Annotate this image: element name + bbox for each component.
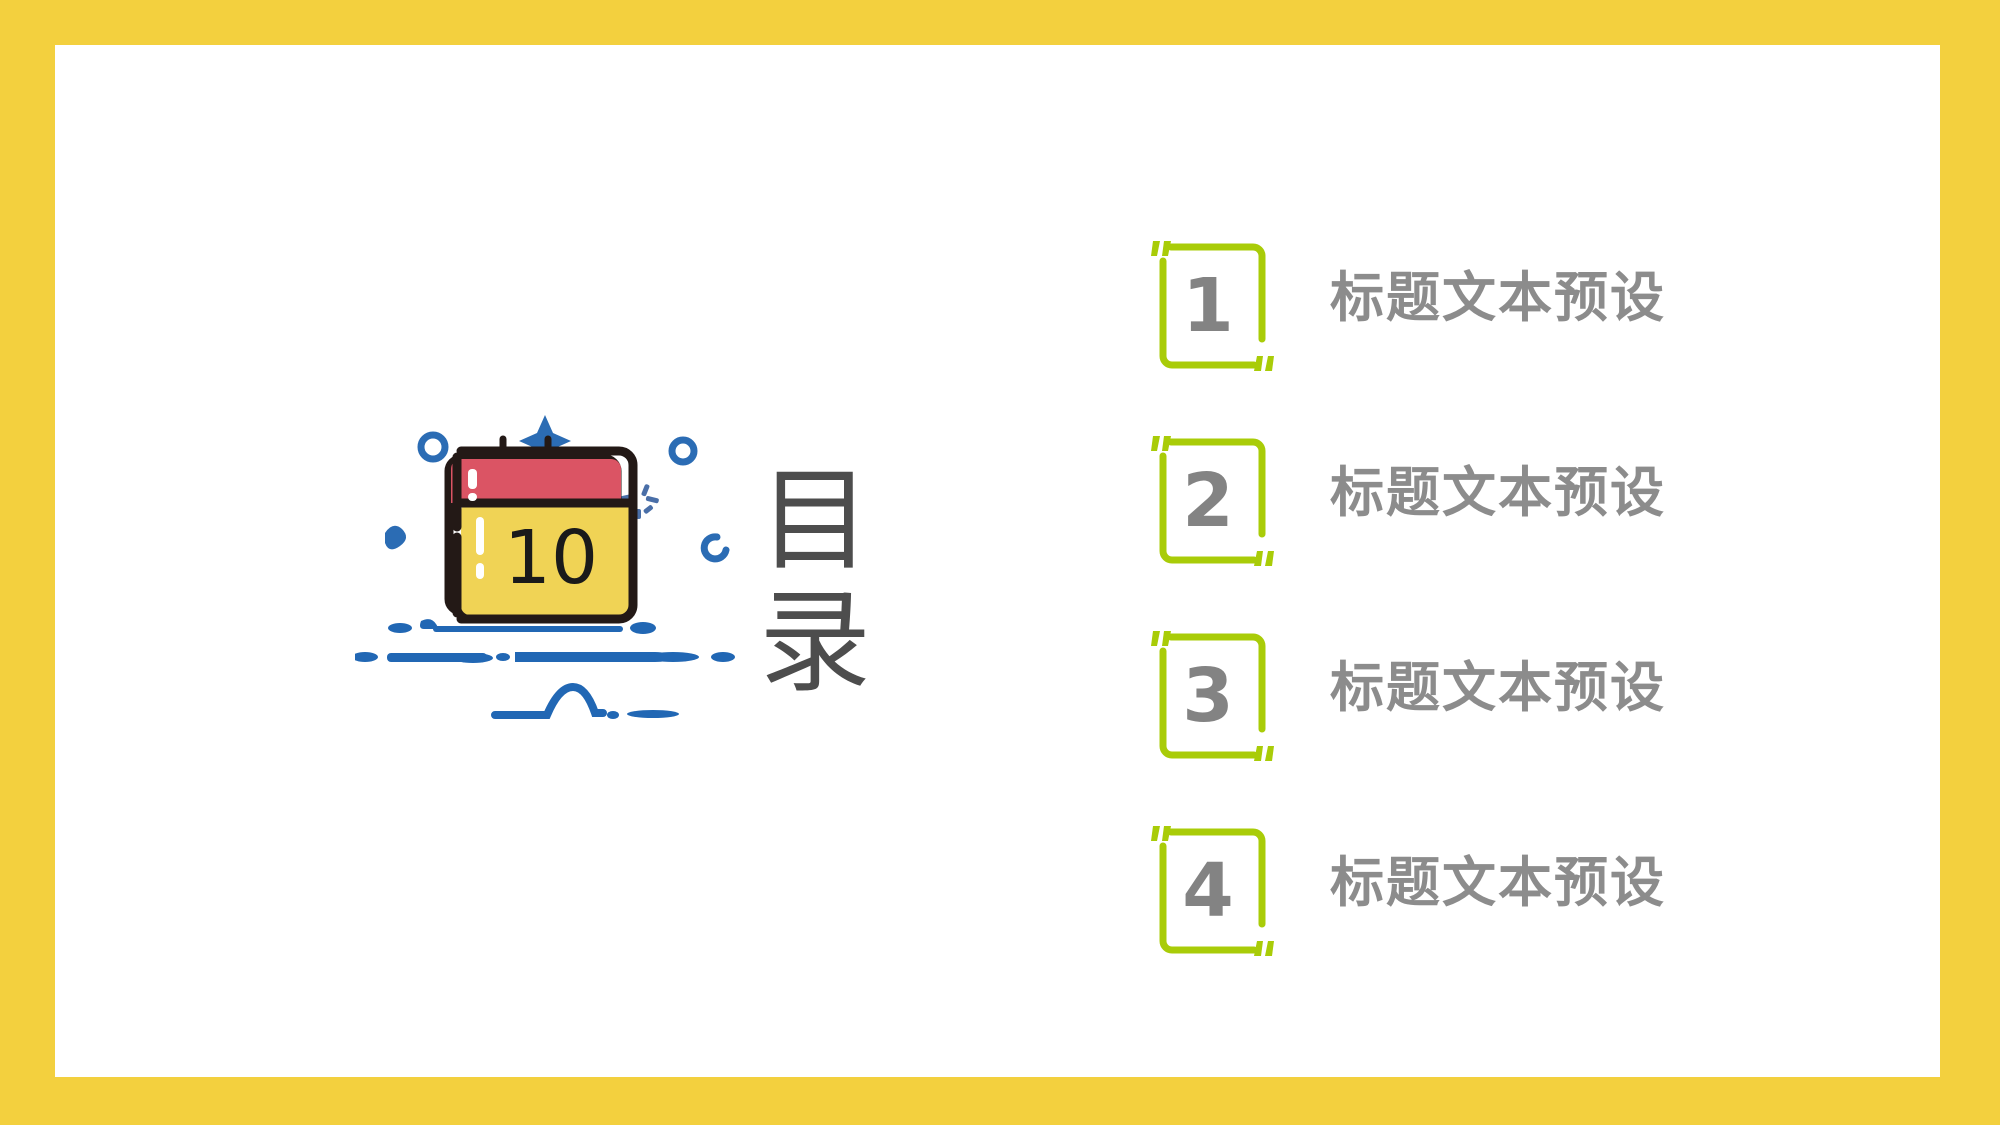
close-quote-icon: [1254, 551, 1274, 566]
number-badge: 4: [1145, 820, 1280, 962]
open-quote-icon: [1151, 826, 1171, 841]
calendar-day-number: 10: [504, 515, 598, 601]
open-quote-icon: [1151, 436, 1171, 451]
close-quote-icon: [1254, 356, 1274, 371]
open-quote-icon: [1151, 241, 1171, 256]
close-quote-icon: [1254, 941, 1274, 956]
quote-bracket-icon: [1159, 633, 1266, 759]
item-number: 3: [1182, 653, 1234, 739]
quote-bracket-icon: [1159, 438, 1266, 564]
item-number: 2: [1182, 458, 1234, 544]
contents-list: 1 标题文本预设: [1145, 235, 1925, 1015]
list-item[interactable]: 1 标题文本预设: [1145, 235, 1925, 430]
calendar-illustration: 10: [355, 385, 775, 745]
item-number: 1: [1182, 263, 1234, 349]
page-title: 目 录: [759, 456, 871, 708]
open-quote-icon: [1151, 631, 1171, 646]
item-label: 标题文本预设: [1330, 851, 1666, 914]
number-badge: 3: [1145, 625, 1280, 767]
close-quote-icon: [1254, 746, 1274, 761]
quote-bracket-icon: [1159, 243, 1266, 369]
item-label: 标题文本预设: [1330, 656, 1666, 719]
item-label: 标题文本预设: [1330, 461, 1666, 524]
number-badge: 2: [1145, 430, 1280, 572]
quote-bracket-icon: [1159, 828, 1266, 954]
item-label: 标题文本预设: [1330, 266, 1666, 329]
item-number: 4: [1182, 848, 1234, 934]
illustration-ground-lines: [355, 619, 735, 719]
calendar-body: 10: [444, 446, 638, 624]
number-badge: 1: [1145, 235, 1280, 377]
list-item[interactable]: 4 标题文本预设: [1145, 820, 1925, 1015]
list-item[interactable]: 3 标题文本预设: [1145, 625, 1925, 820]
list-item[interactable]: 2 标题文本预设: [1145, 430, 1925, 625]
slide-card: 10: [55, 45, 1940, 1077]
